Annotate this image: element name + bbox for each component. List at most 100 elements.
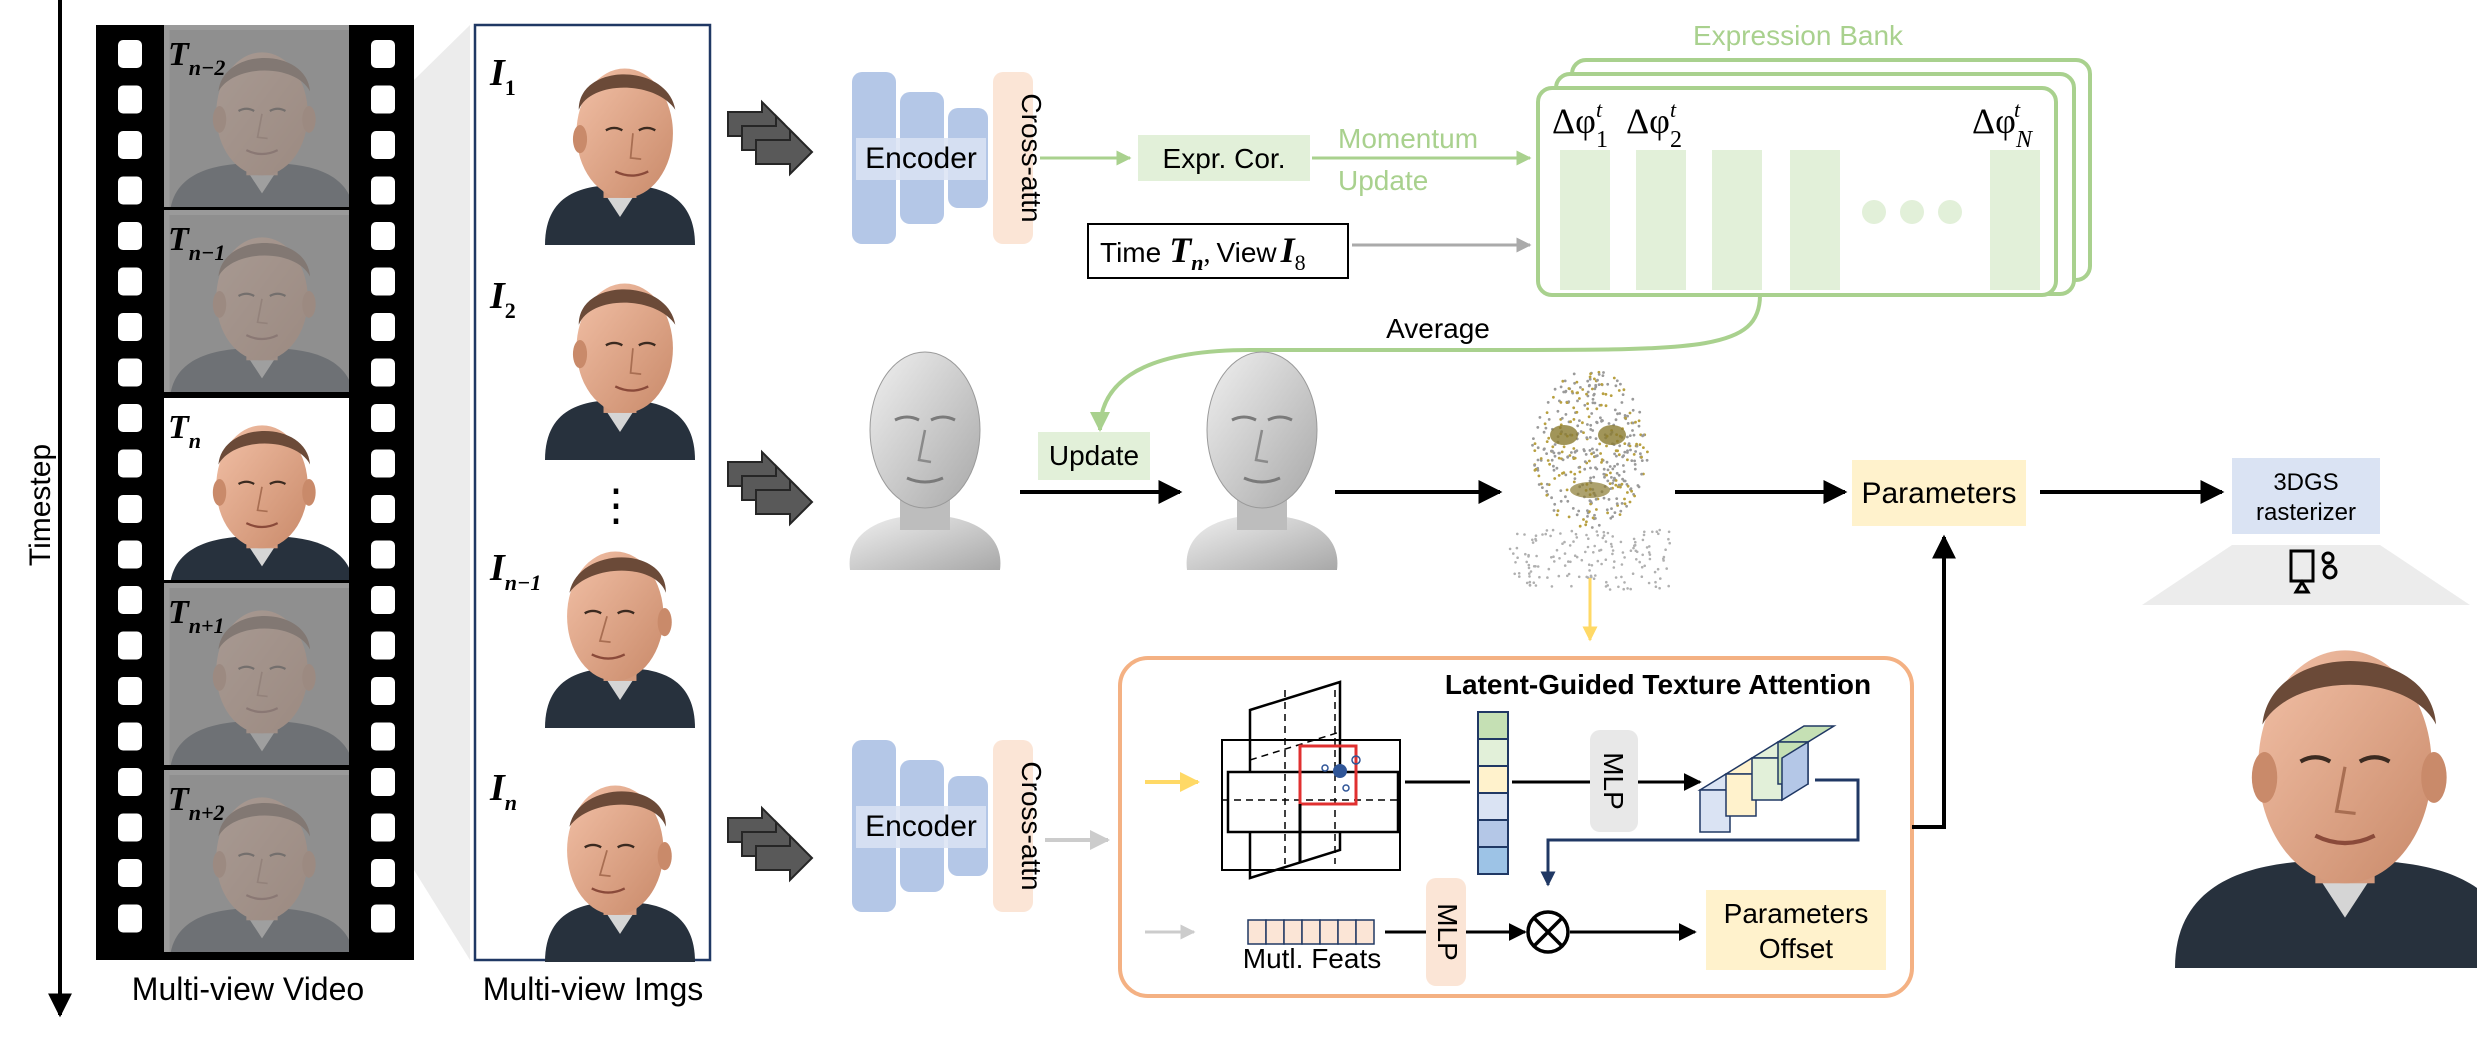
- sprocket-hole: [371, 768, 395, 796]
- gaussian-point: [1562, 390, 1566, 394]
- gaussian-point: [1585, 436, 1589, 440]
- expr-cor-label: Expr. Cor.: [1163, 143, 1286, 174]
- gaussian-point: [1536, 446, 1540, 450]
- gaussian-point: [1609, 516, 1613, 520]
- hair: [2262, 660, 2437, 725]
- gaussian-point: [1548, 462, 1551, 466]
- eye: [605, 126, 623, 132]
- gaussian-point: [1616, 462, 1619, 466]
- lgta-title: Latent-Guided Texture Attention: [1445, 669, 1871, 700]
- gaussian-point: [1556, 409, 1560, 413]
- face-mesh-1: [849, 351, 1001, 570]
- gaussian-point: [1626, 587, 1629, 590]
- gaussian-point: [1594, 574, 1597, 577]
- gaussian-point: [1595, 508, 1598, 511]
- gaussian-point: [1609, 471, 1612, 475]
- gaussian-point: [1607, 498, 1611, 501]
- gaussian-point: [1558, 557, 1561, 560]
- gaussian-point: [1563, 552, 1567, 555]
- gaussian-point: [1515, 546, 1519, 550]
- gaussian-point: [1640, 565, 1644, 569]
- feature-cell: [1301, 919, 1321, 945]
- gaussian-point: [1589, 574, 1593, 578]
- gaussian-point: [1647, 551, 1651, 554]
- gaussian-point: [1629, 448, 1632, 452]
- feature-tensor: [1697, 725, 1837, 833]
- gaussian-point: [1589, 476, 1592, 480]
- gaussian-point: [1593, 387, 1597, 391]
- gaussian-point: [1604, 404, 1608, 408]
- gaussian-point: [1525, 560, 1528, 564]
- gaussian-point: [1593, 544, 1596, 548]
- gaussian-point: [1588, 436, 1592, 439]
- lgta-module: Latent-Guided Texture Attention: [1118, 656, 1914, 998]
- gaussian-point: [1605, 460, 1609, 464]
- gaussian-point: [1592, 577, 1596, 580]
- gaussian-point: [1567, 560, 1570, 563]
- gaussian-point: [1539, 457, 1543, 460]
- sprocket-hole: [118, 222, 142, 250]
- update-box: Update: [1038, 432, 1150, 480]
- sprocket-hole: [118, 85, 142, 114]
- gaussian-point: [1591, 429, 1595, 432]
- gaussian-point: [1577, 466, 1581, 469]
- gaussian-point: [1574, 532, 1578, 536]
- sprocket-hole: [371, 131, 395, 159]
- gaussian-point: [1598, 442, 1602, 446]
- eye: [2299, 755, 2332, 764]
- gaussian-point: [1552, 555, 1555, 558]
- gaussian-point: [1616, 449, 1619, 453]
- gaussian-point: [1575, 391, 1579, 395]
- ear: [2251, 752, 2278, 803]
- gaussian-point: [1536, 565, 1540, 568]
- gaussian-point: [1547, 418, 1551, 421]
- gaussian-point: [1635, 442, 1638, 446]
- gaussian-point: [1545, 440, 1549, 443]
- expression-bank-title: Expression Bank: [1693, 20, 1904, 51]
- gaussian-point: [1613, 464, 1616, 468]
- gaussian-point: [1566, 455, 1570, 459]
- gaussian-point: [1648, 557, 1652, 561]
- gaussian-point: [1588, 449, 1592, 452]
- gaussian-point: [1557, 456, 1561, 460]
- gaussian-point: [1599, 416, 1602, 420]
- ear: [302, 479, 316, 506]
- gaussian-point: [1622, 479, 1626, 483]
- gaussian-point: [1667, 537, 1670, 541]
- gaussian-point: [1591, 397, 1595, 401]
- encoder-bottom-label: Encoder: [865, 810, 977, 843]
- gaussian-point: [1586, 390, 1590, 394]
- sprocket-hole: [371, 85, 395, 114]
- render-frustum: [2142, 545, 2470, 605]
- gaussian-point: [1602, 472, 1606, 476]
- gaussian-point: [1573, 381, 1576, 385]
- gaussian-point: [1632, 546, 1635, 550]
- gaussian-point: [1596, 378, 1599, 382]
- gaussian-point: [1586, 545, 1590, 549]
- gaussian-point: [1608, 588, 1612, 591]
- gaussian-point: [1617, 453, 1621, 457]
- gaussian-point: [1632, 453, 1636, 456]
- gaussian-point: [1595, 421, 1599, 425]
- gaussian-point: [1614, 479, 1618, 482]
- nose: [598, 615, 611, 643]
- gaussian-point: [1654, 580, 1657, 584]
- gaussian-point: [1545, 482, 1549, 486]
- mesh-shoulders: [1186, 515, 1338, 570]
- gaussian-point: [1620, 502, 1624, 505]
- gaussian-point: [1615, 454, 1618, 458]
- gaussian-point: [1596, 559, 1600, 563]
- sprocket-hole: [371, 358, 395, 387]
- sprocket-hole: [118, 449, 142, 478]
- mesh-nose: [1254, 429, 1269, 464]
- gaussian-point: [1550, 496, 1553, 500]
- gaussian-point: [1608, 465, 1612, 468]
- gaussian-point: [1568, 544, 1572, 547]
- gaussian-point: [1531, 541, 1535, 544]
- gaussian-point: [1584, 550, 1587, 554]
- gaussian-point: [1646, 450, 1649, 454]
- gaussian-point: [1631, 408, 1635, 412]
- gaussian-point: [1583, 467, 1587, 471]
- hair: [569, 791, 666, 827]
